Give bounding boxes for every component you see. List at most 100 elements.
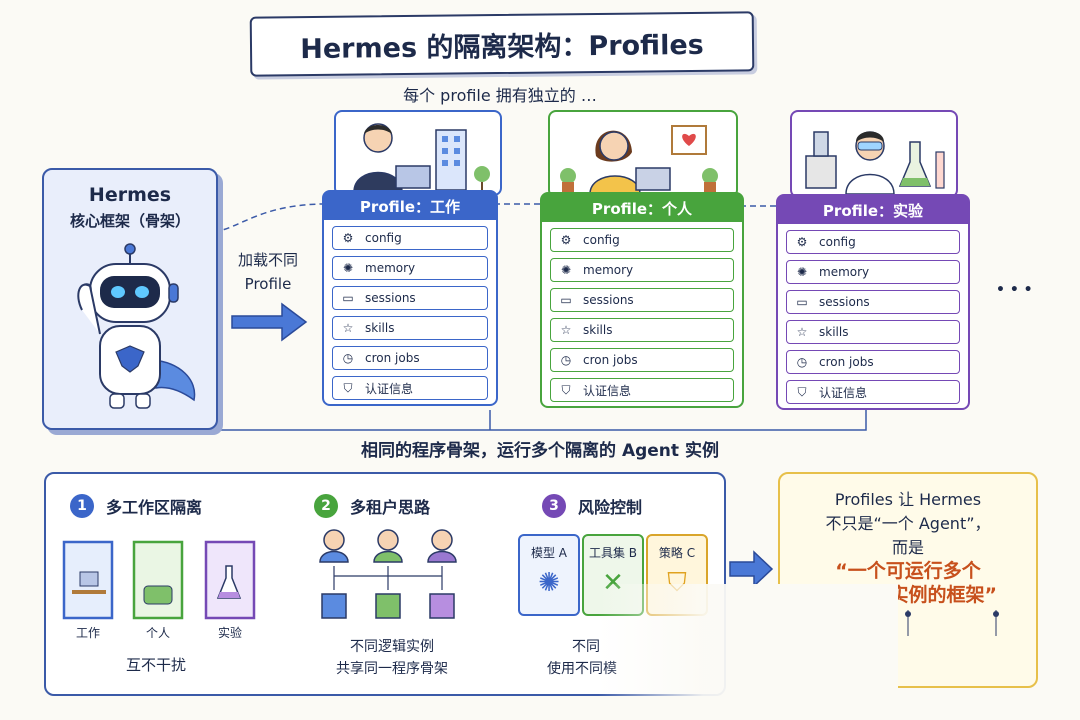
profile-item-sessions: ▭ sessions xyxy=(786,290,960,314)
workspace-caption: 互不干扰 xyxy=(125,656,186,674)
gear-icon: ⚙ xyxy=(342,231,354,245)
hermes-title: Hermes xyxy=(88,184,172,206)
section-3-number: 3 xyxy=(542,494,566,518)
item-label: skills xyxy=(365,321,395,335)
workspace-doors-illustration xyxy=(62,540,256,620)
brain-icon: ✺ xyxy=(560,263,572,277)
clock-icon: ◷ xyxy=(560,353,572,367)
clock-icon: ◷ xyxy=(796,355,808,369)
chat-icon: ▭ xyxy=(796,295,808,309)
summary-line: 相同的程序骨架，运行多个隔离的 Agent 实例 xyxy=(361,441,719,461)
shield-check-icon: ⛉ xyxy=(797,384,807,399)
profile-item-skills: ☆ skills xyxy=(550,318,734,342)
item-label: skills xyxy=(583,323,613,337)
section-1-title: 1 多工作区隔离 xyxy=(70,494,202,518)
brain-icon: ✺ xyxy=(342,261,354,275)
section-2-number: 2 xyxy=(314,494,338,518)
item-label: cron jobs xyxy=(819,355,874,369)
risk-card-label: 工具集 B xyxy=(588,546,638,560)
profile-item-credentials: ⛉ 认证信息 xyxy=(786,380,960,404)
item-label: config xyxy=(583,233,620,247)
profile-item-config: ⚙ config xyxy=(332,226,488,250)
conclusion-line-4: “一个可运行多个 xyxy=(835,560,981,582)
star-icon: ☆ xyxy=(796,325,808,339)
profile-item-memory: ✺ memory xyxy=(550,258,734,282)
item-label: config xyxy=(819,235,856,249)
profile-item-credentials: ⛉ 认证信息 xyxy=(332,376,488,400)
item-label: memory xyxy=(583,263,634,277)
profile-card-experiment: Profile：实验 ⚙ config ✺ memory ▭ sessions ☆ sk… xyxy=(776,194,970,410)
profile-item-skills: ☆ skills xyxy=(332,316,488,340)
item-label: skills xyxy=(819,325,849,339)
risk-caption-1: 不同 xyxy=(572,639,600,655)
risk-card-label: 模型 A xyxy=(530,546,568,560)
profile-header-personal: Profile：个人 xyxy=(542,194,742,222)
workspace-label-work: 工作 xyxy=(75,626,100,640)
profile-header-work: Profile：工作 xyxy=(324,192,496,220)
section-2-title: 2 多租户思路 xyxy=(314,494,430,518)
profile-item-sessions: ▭ sessions xyxy=(550,288,734,312)
star-icon: ☆ xyxy=(560,323,572,337)
profile-card-work: Profile：工作 ⚙ config ✺ memory ▭ sessions ☆ sk… xyxy=(322,190,498,406)
hermes-subtitle: 核心框架（骨架） xyxy=(69,212,190,230)
illustration-personal xyxy=(548,110,738,198)
item-label: cron jobs xyxy=(365,351,420,365)
shield-check-icon: ⛉ xyxy=(343,380,353,395)
subtitle: 每个 profile 拥有独立的 … xyxy=(403,86,597,105)
conclusion-line-2: 不只是“一个 Agent”， xyxy=(825,514,991,533)
profile-header-experiment: Profile：实验 xyxy=(778,196,968,224)
item-label: sessions xyxy=(365,291,416,305)
section-2-label: 多租户思路 xyxy=(350,498,431,517)
profile-item-cron-jobs: ◷ cron jobs xyxy=(332,346,488,370)
item-label: sessions xyxy=(819,295,870,309)
profile-item-skills: ☆ skills xyxy=(786,320,960,344)
workspace-label-experiment: 实验 xyxy=(217,626,242,640)
clock-icon: ◷ xyxy=(342,351,354,365)
profile-item-config: ⚙ config xyxy=(786,230,960,254)
hermes-core-card: Hermes 核心框架（骨架） xyxy=(42,168,218,430)
fade-overlay xyxy=(598,584,898,720)
tenant-caption-2: 共享同一程序骨架 xyxy=(336,661,448,677)
profile-item-sessions: ▭ sessions xyxy=(332,286,488,310)
conclusion-line-1: Profiles 让 Hermes xyxy=(834,490,982,509)
workspace-label-personal: 个人 xyxy=(145,626,170,640)
conclusion-line-3: 而是 xyxy=(891,538,924,557)
gear-icon: ⚙ xyxy=(560,233,572,247)
tenants-illustration xyxy=(319,529,457,619)
shield-check-icon: ⛉ xyxy=(561,382,571,397)
chat-icon: ▭ xyxy=(342,291,354,305)
profile-item-cron-jobs: ◷ cron jobs xyxy=(550,348,734,372)
brain-icon: ✺ xyxy=(796,265,808,279)
load-profile-label: 加载不同 Profile xyxy=(226,248,310,296)
illustration-experiment xyxy=(790,110,958,198)
section-3-label: 风险控制 xyxy=(578,498,643,517)
item-label: memory xyxy=(819,265,870,279)
item-label: 认证信息 xyxy=(365,381,414,396)
profile-card-personal: Profile：个人 ⚙ config ✺ memory ▭ sessions ☆ sk… xyxy=(540,192,744,408)
section-1-label: 多工作区隔离 xyxy=(106,498,203,517)
robot-icon xyxy=(77,243,196,409)
item-label: 认证信息 xyxy=(819,385,868,400)
item-label: memory xyxy=(365,261,416,275)
more-profiles-ellipsis: • • • xyxy=(996,282,1033,298)
profile-item-memory: ✺ memory xyxy=(786,260,960,284)
risk-card-label: 策略 C xyxy=(658,546,696,560)
tenant-caption-1: 不同逻辑实例 xyxy=(350,639,434,655)
gear-icon: ⚙ xyxy=(796,235,808,249)
item-label: sessions xyxy=(583,293,634,307)
risk-card-model: 模型 A ✺ xyxy=(518,534,580,616)
section-1-number: 1 xyxy=(70,494,94,518)
item-label: cron jobs xyxy=(583,353,638,367)
section-3-title: 3 风险控制 xyxy=(542,494,642,518)
profile-item-cron-jobs: ◷ cron jobs xyxy=(786,350,960,374)
profile-item-config: ⚙ config xyxy=(550,228,734,252)
item-label: config xyxy=(365,231,402,245)
load-label-line-1: 加载不同 xyxy=(237,251,298,269)
features-panel: 1 多工作区隔离 2 多租户思路 3 风险控制 工作 个人 实验 互不干扰 不同… xyxy=(44,472,726,696)
illustration-work xyxy=(334,110,502,196)
brain-icon: ✺ xyxy=(538,568,560,598)
star-icon: ☆ xyxy=(342,321,354,335)
profile-item-credentials: ⛉ 认证信息 xyxy=(550,378,734,402)
item-label: 认证信息 xyxy=(583,383,632,398)
chat-icon: ▭ xyxy=(560,293,572,307)
